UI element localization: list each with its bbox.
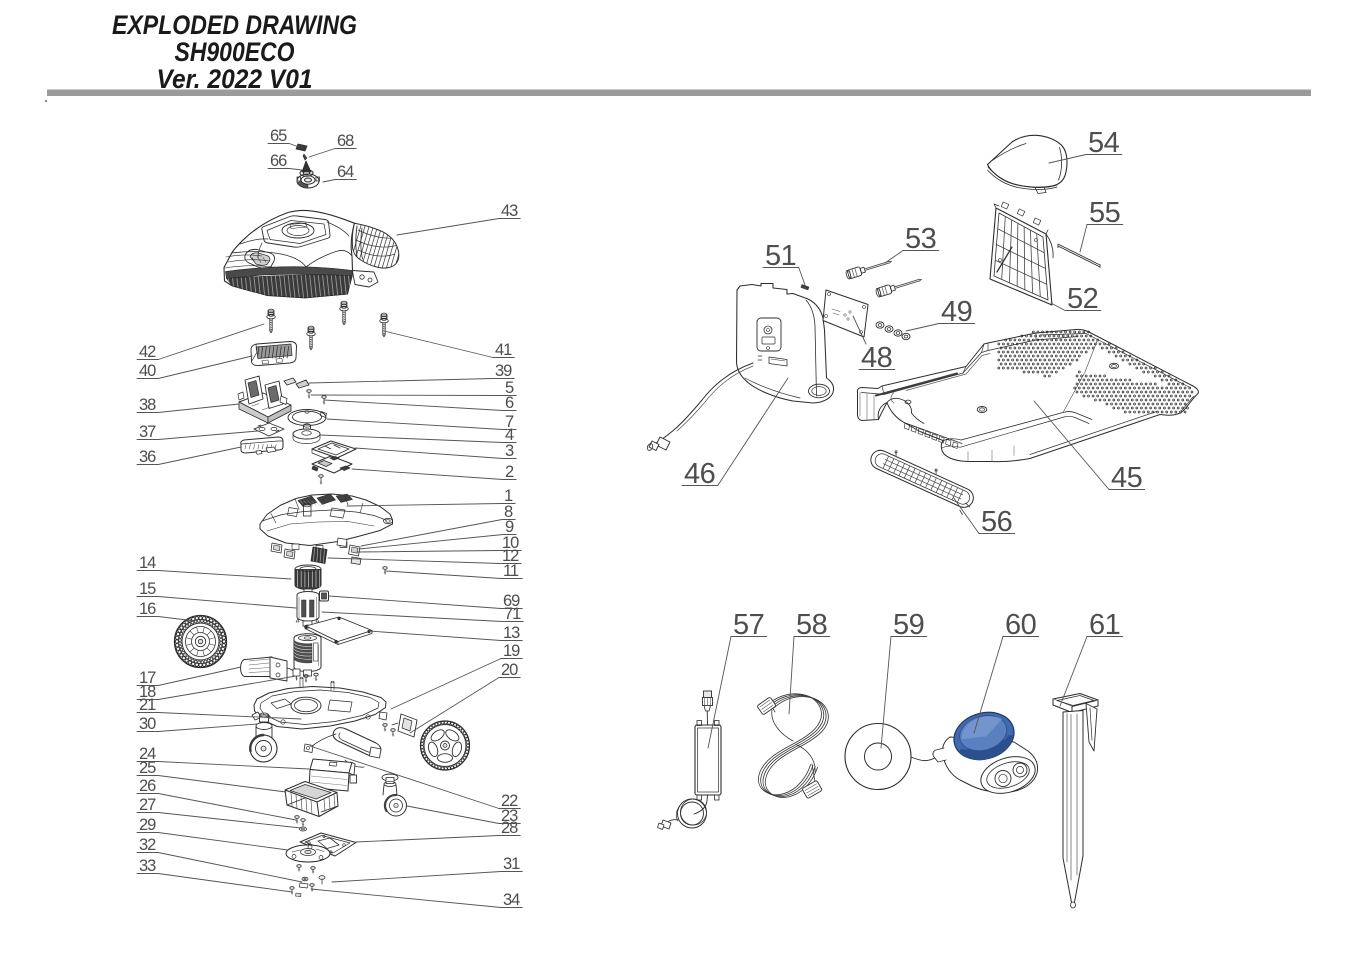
svg-text:58: 58: [796, 609, 827, 641]
svg-text:27: 27: [139, 796, 156, 814]
svg-text:23: 23: [501, 807, 518, 825]
svg-text:15: 15: [139, 580, 156, 598]
svg-text:19: 19: [503, 642, 520, 660]
svg-text:EXPLODED DRAWING: EXPLODED DRAWING: [112, 10, 357, 40]
svg-text:21: 21: [139, 696, 156, 714]
svg-text:28: 28: [501, 819, 518, 837]
svg-text:Ver. 2022 V01: Ver. 2022 V01: [157, 64, 313, 94]
svg-text:55: 55: [1089, 197, 1120, 229]
svg-text:25: 25: [139, 759, 156, 777]
svg-text:49: 49: [941, 296, 972, 328]
svg-text:53: 53: [905, 223, 936, 255]
svg-text:14: 14: [139, 554, 156, 572]
svg-text:39: 39: [495, 362, 512, 380]
svg-text:17: 17: [139, 669, 156, 687]
svg-text:5: 5: [505, 379, 514, 397]
svg-text:13: 13: [503, 624, 520, 642]
svg-text:45: 45: [1111, 462, 1142, 494]
svg-text:48: 48: [861, 342, 892, 374]
svg-text:9: 9: [505, 518, 514, 536]
svg-text:4: 4: [505, 426, 514, 444]
svg-text:61: 61: [1089, 609, 1120, 641]
svg-text:40: 40: [139, 362, 156, 380]
svg-text:69: 69: [503, 592, 520, 610]
svg-text:6: 6: [505, 394, 514, 412]
svg-text:66: 66: [270, 152, 287, 170]
svg-text:12: 12: [502, 547, 519, 565]
svg-text:41: 41: [495, 341, 512, 359]
svg-text:7: 7: [505, 413, 514, 431]
svg-text:37: 37: [139, 423, 156, 441]
svg-text:1: 1: [504, 487, 513, 505]
svg-text:22: 22: [501, 792, 518, 810]
svg-text:42: 42: [139, 343, 156, 361]
svg-text:51: 51: [765, 240, 796, 272]
svg-text:16: 16: [139, 600, 156, 618]
svg-text:26: 26: [139, 777, 156, 795]
svg-text:60: 60: [1005, 609, 1036, 641]
svg-text:32: 32: [139, 836, 156, 854]
svg-text:59: 59: [893, 609, 924, 641]
svg-text:10: 10: [502, 534, 519, 552]
svg-text:71: 71: [504, 605, 521, 623]
svg-text:2: 2: [505, 463, 514, 481]
svg-text:20: 20: [501, 661, 518, 679]
svg-text:24: 24: [139, 745, 156, 763]
svg-text:29: 29: [139, 816, 156, 834]
svg-text:56: 56: [981, 506, 1012, 538]
svg-text:3: 3: [505, 442, 514, 460]
svg-text:46: 46: [684, 458, 715, 490]
svg-text:33: 33: [139, 857, 156, 875]
svg-text:SH900ECO: SH900ECO: [175, 37, 295, 67]
svg-text:34: 34: [503, 891, 520, 909]
svg-text:54: 54: [1088, 127, 1120, 159]
svg-text:52: 52: [1067, 283, 1098, 315]
svg-text:36: 36: [139, 448, 156, 466]
svg-text:11: 11: [503, 562, 519, 580]
svg-text:64: 64: [337, 163, 354, 181]
svg-text:8: 8: [504, 503, 513, 521]
svg-text:38: 38: [139, 396, 156, 414]
svg-text:68: 68: [337, 132, 354, 150]
svg-text:18: 18: [139, 683, 156, 701]
svg-text:43: 43: [501, 202, 518, 220]
svg-text:31: 31: [503, 855, 520, 873]
svg-text:57: 57: [733, 609, 764, 641]
svg-text:30: 30: [139, 715, 156, 733]
svg-text:65: 65: [270, 127, 287, 145]
